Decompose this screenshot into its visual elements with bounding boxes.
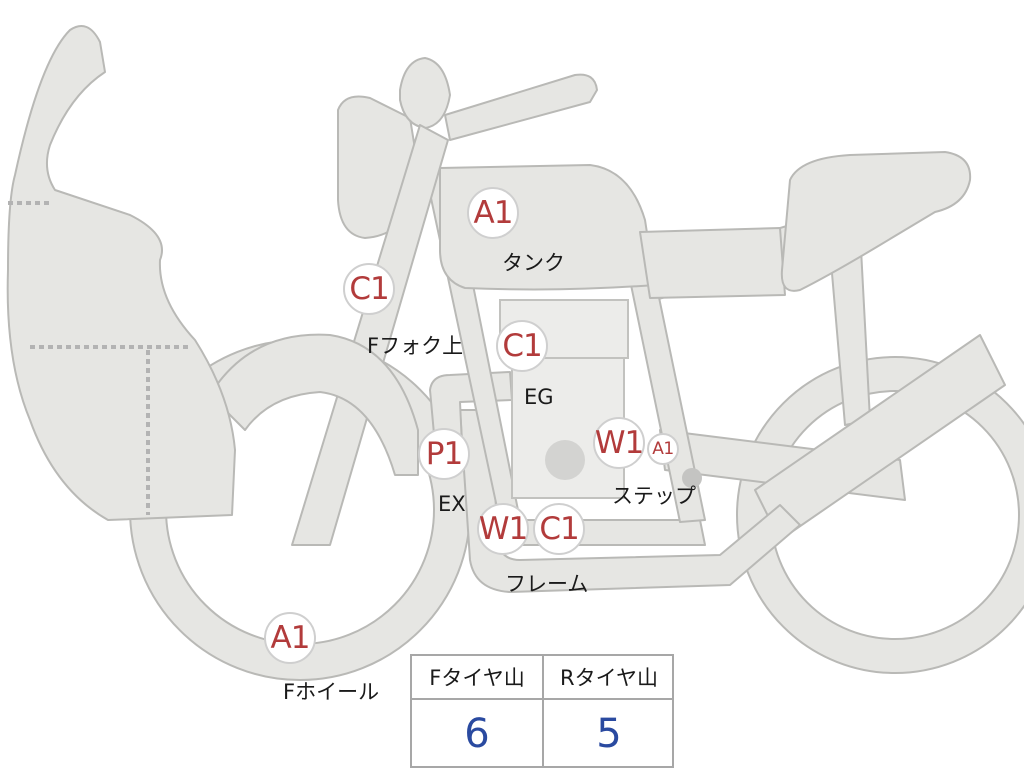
front-fork [291, 124, 449, 546]
seat [780, 151, 972, 292]
frame-label: フレーム [505, 572, 589, 596]
table-divider [542, 656, 544, 768]
front-tire-tread-header: Fタイヤ山 [412, 656, 542, 700]
front-wheel-grade-badge: A1 [264, 612, 316, 664]
exhaust-grade-badge: P1 [418, 428, 470, 480]
engine-label: EG [524, 385, 554, 409]
engine-grade-badge: C1 [496, 320, 548, 372]
mirror [399, 57, 451, 129]
step-alloy-grade-badge: A1 [647, 433, 679, 465]
step-weld-grade-badge: W1 [593, 417, 645, 469]
step-label: ステップ [612, 484, 696, 508]
frame-corrosion-grade-badge: C1 [533, 503, 585, 555]
front-tire-tread-value: 6 [464, 711, 490, 757]
tank-label: タンク [502, 251, 565, 275]
exhaust-label: EX [438, 492, 466, 516]
fork-upper-label: Fフォク上 [367, 334, 464, 358]
side-cover [639, 227, 786, 299]
tire-tread-table: Fタイヤ山 Rタイヤ山 6 5 [410, 654, 674, 768]
fork-upper-grade-badge: C1 [343, 263, 395, 315]
fairing [6, 25, 236, 521]
tank-grade-badge: A1 [467, 187, 519, 239]
handlebar [444, 73, 598, 141]
rear-tire-tread-value: 5 [596, 711, 622, 757]
frame-weld-grade-badge: W1 [477, 503, 529, 555]
rear-tire-tread-header: Rタイヤ山 [544, 656, 674, 700]
front-fender [209, 333, 419, 476]
front-wheel-label: Fホイール [283, 680, 380, 704]
